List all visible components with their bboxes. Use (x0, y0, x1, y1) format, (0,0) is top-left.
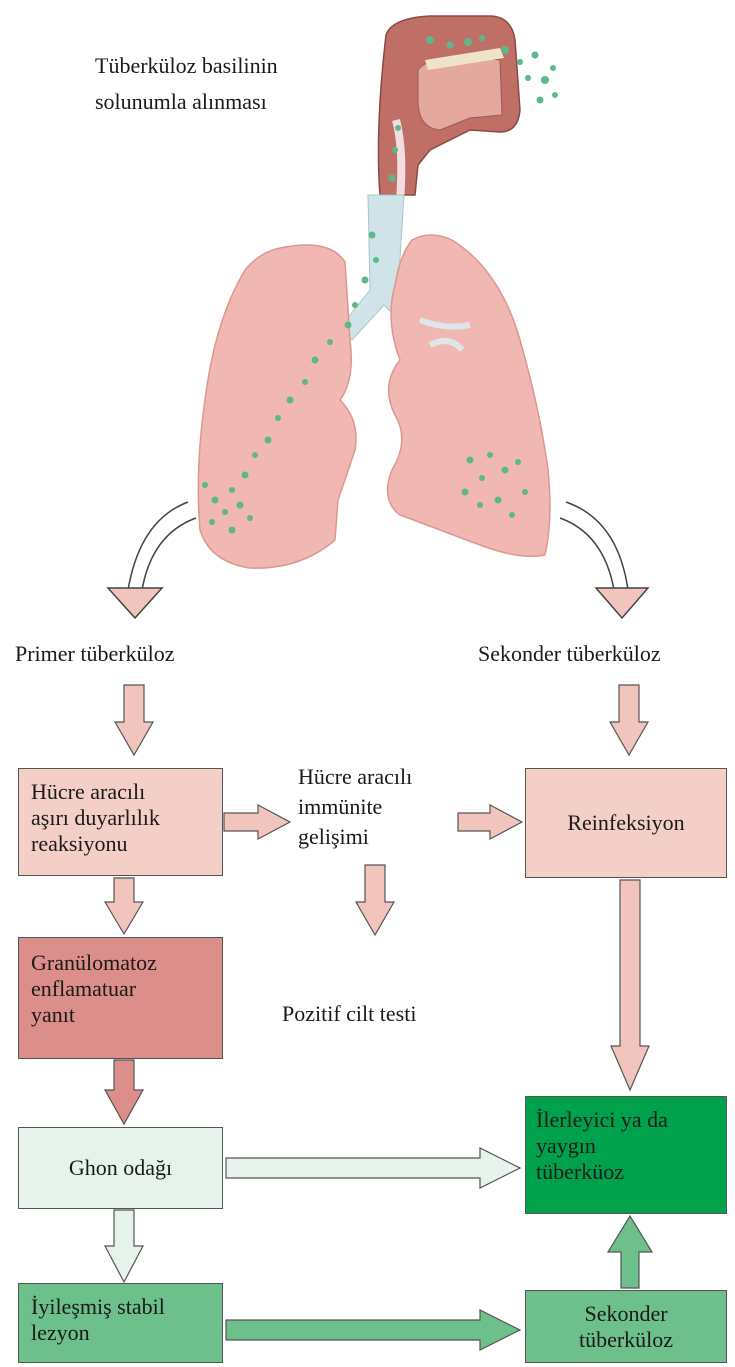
primary-tb-label: Primer tüberküloz (15, 640, 174, 667)
healed-box: İyileşmiş stabil lezyon (18, 1283, 223, 1363)
arrow-ghon-to-progressive (226, 1148, 520, 1188)
granulomatous-box: Granülomatoz enflamatuar yanıt (18, 937, 223, 1059)
reinfection-box: Reinfeksiyon (525, 768, 727, 878)
curve-arrow-primary (108, 502, 196, 618)
hypersensitivity-box: Hücre aracılı aşırı duyarlılık reaksiyon… (18, 768, 223, 876)
secondary-tb-box: Sekonder tüberküloz (525, 1290, 727, 1363)
arrow-primary-down (115, 685, 153, 755)
arrow-to-granulomatous (105, 878, 143, 934)
arrow-secondary-to-progressive (608, 1216, 652, 1288)
skin-test-text: Pozitif cilt testi (282, 1000, 416, 1027)
secondary-tb-box-label: Sekonder tüberküloz (579, 1301, 673, 1353)
arrow-to-reinfection (458, 805, 522, 839)
ghon-box: Ghon odağı (18, 1127, 223, 1209)
arrow-secondary-down (610, 685, 648, 755)
progressive-label: İlerleyici ya da yaygın tüberküoz (536, 1107, 716, 1185)
ghon-label: Ghon odağı (69, 1155, 172, 1181)
reinfection-label: Reinfeksiyon (567, 810, 684, 836)
arrow-to-healed (105, 1210, 143, 1282)
title-text: Tüberküloz basilinin solunumla alınması (95, 48, 278, 120)
arrow-to-immunity (224, 805, 290, 839)
hypersensitivity-label: Hücre aracılı aşırı duyarlılık reaksiyon… (31, 779, 210, 857)
secondary-tb-label: Sekonder tüberküloz (478, 640, 661, 667)
curve-arrow-secondary (560, 502, 648, 618)
progressive-box: İlerleyici ya da yaygın tüberküoz (525, 1096, 727, 1214)
granulomatous-label: Granülomatoz enflamatuar yanıt (31, 950, 210, 1028)
arrow-to-skin-test (356, 865, 394, 935)
arrow-to-ghon (105, 1060, 143, 1124)
healed-label: İyileşmiş stabil lezyon (31, 1294, 210, 1346)
arrow-healed-to-secondary (226, 1310, 520, 1350)
immunity-text: Hücre aracılı immünite gelişimi (298, 762, 412, 852)
arrow-reinfection-to-progressive (611, 880, 649, 1090)
